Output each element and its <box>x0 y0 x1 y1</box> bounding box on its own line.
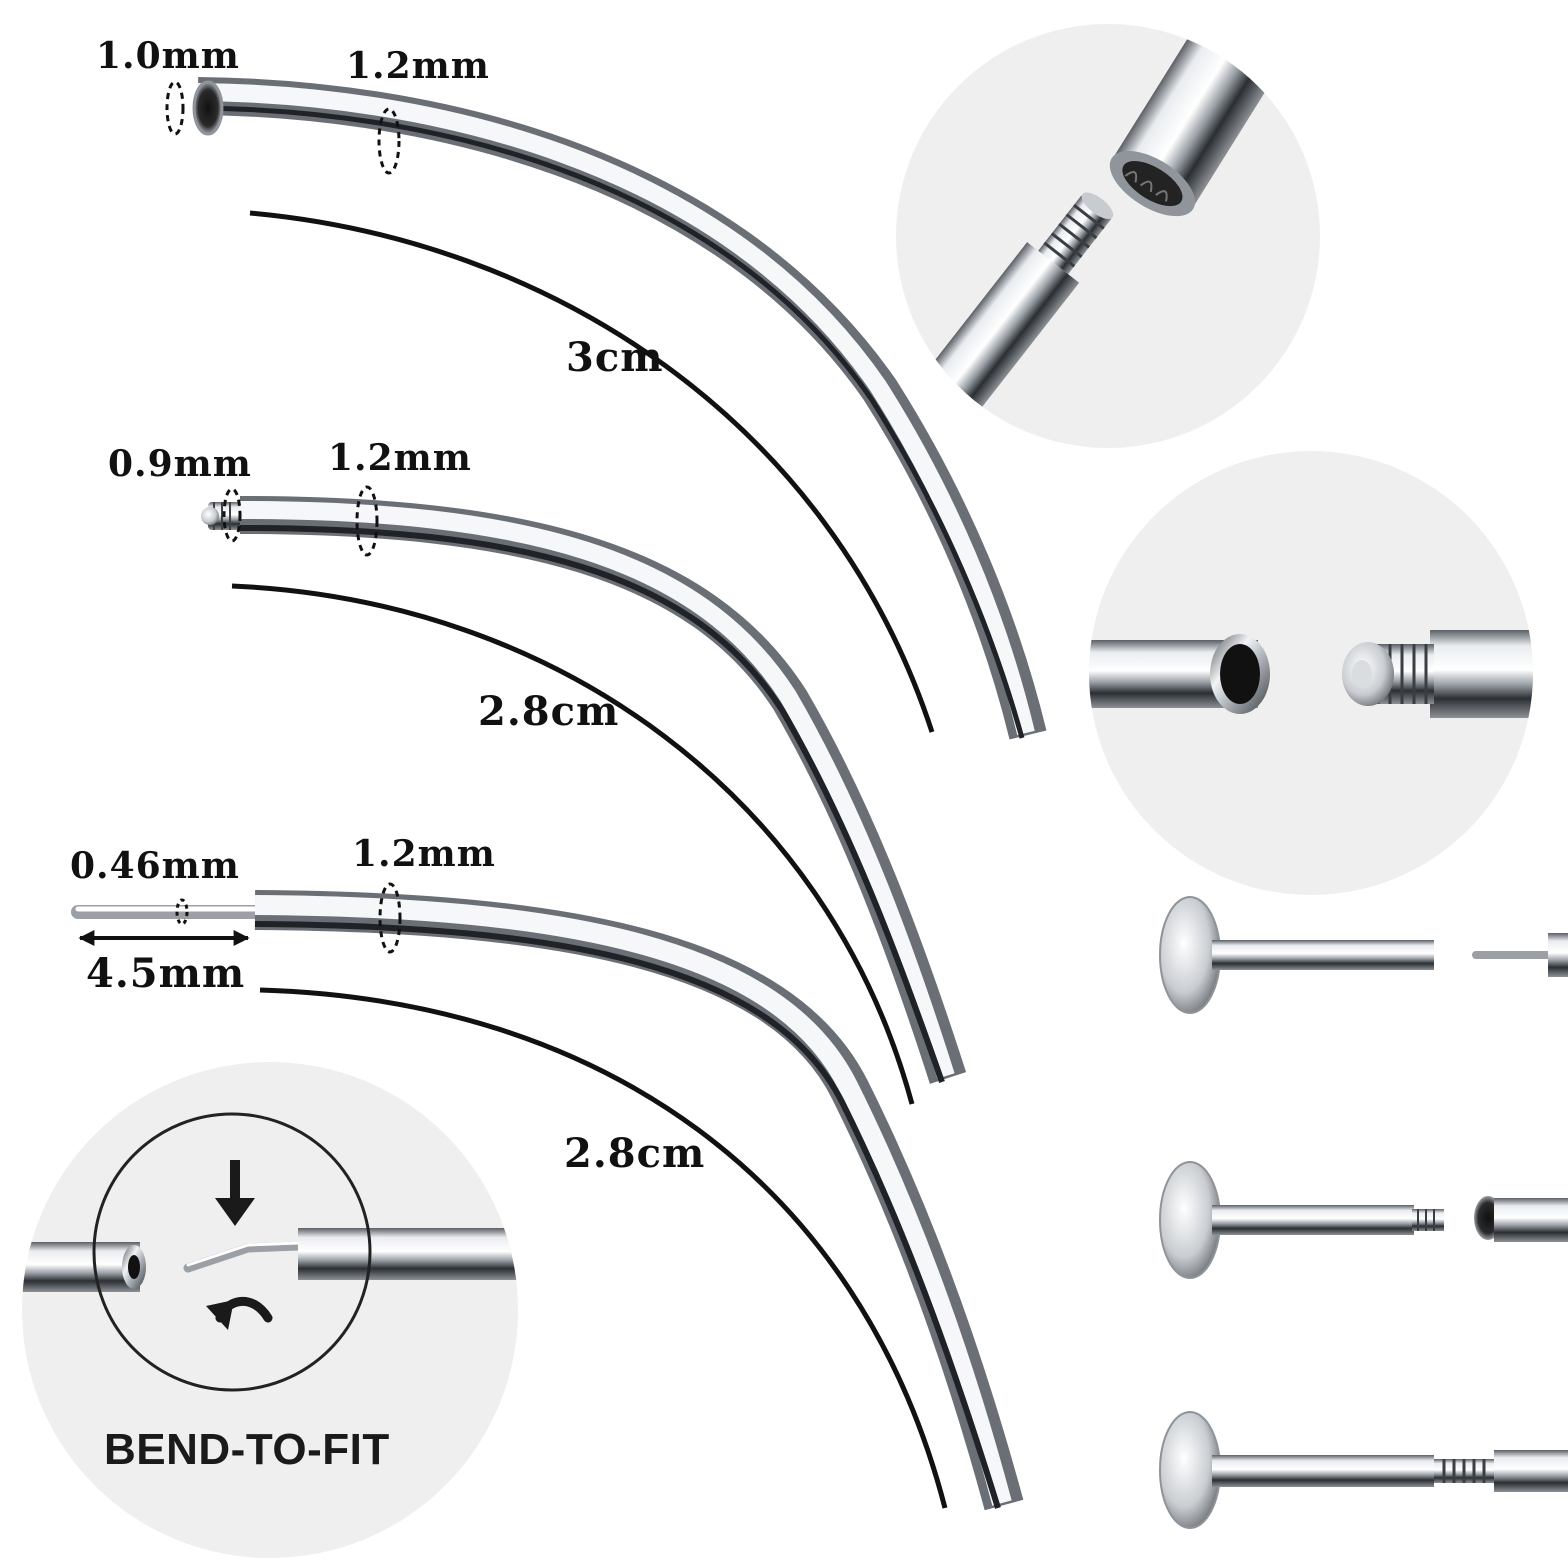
taper-middle-thread-tip <box>201 502 240 530</box>
bend-detail-ring <box>92 1112 372 1392</box>
taper-bottom-shaft-light <box>254 895 1012 1506</box>
taper-bottom-pin-length-label: 4.5mm <box>86 950 246 997</box>
taper-top-thread-marker <box>165 80 185 136</box>
taper-top <box>165 77 1047 740</box>
taper-bottom-length-label: 2.8cm <box>564 1130 706 1177</box>
labret-internal-thread <box>1159 1411 1568 1529</box>
taper-middle-gauge-label: 1.2mm <box>328 437 472 479</box>
taper-top-shaft-light <box>197 83 1035 736</box>
taper-middle-thread-label: 0.9mm <box>108 443 252 485</box>
taper-top-thread-label: 1.0mm <box>96 35 240 77</box>
taper-middle-gauge-marker <box>355 485 379 557</box>
taper-middle-shaft-light <box>239 501 955 1079</box>
curved-arrow-icon <box>206 1296 273 1330</box>
taper-top-length-line <box>249 210 935 733</box>
arrow-down-icon <box>215 1160 255 1226</box>
detail-internal-thread <box>896 24 1320 448</box>
taper-top-gauge-marker <box>377 107 401 175</box>
labret-external-thread <box>1159 1161 1568 1279</box>
taper-middle-length-label: 2.8cm <box>478 688 620 735</box>
taper-top-end <box>192 80 224 136</box>
taper-bottom-pin-marker <box>175 898 189 926</box>
taper-top-length-label: 3cm <box>566 334 664 381</box>
taper-top-shaft-dark <box>197 105 1025 739</box>
bend-to-fit-caption: BEND-TO-FIT <box>104 1425 390 1474</box>
bend-to-fit-panel <box>22 1062 518 1558</box>
taper-bottom-length-line <box>259 987 948 1509</box>
taper-bottom-gauge-marker <box>378 882 402 954</box>
taper-bottom-gauge-label: 1.2mm <box>352 833 496 875</box>
labret-push-pin <box>1159 896 1568 1014</box>
detail-threaded-connection <box>1089 451 1533 895</box>
taper-middle-length-line <box>231 583 915 1105</box>
taper-middle-shaft-dark <box>239 525 945 1083</box>
taper-middle-thread-marker <box>222 487 242 543</box>
taper-middle <box>201 485 967 1105</box>
taper-top-gauge-label: 1.2mm <box>346 45 490 87</box>
taper-bottom <box>71 882 1024 1511</box>
taper-bottom-shaft-dark <box>254 921 1001 1509</box>
taper-bottom-pin-label: 0.46mm <box>70 845 240 887</box>
